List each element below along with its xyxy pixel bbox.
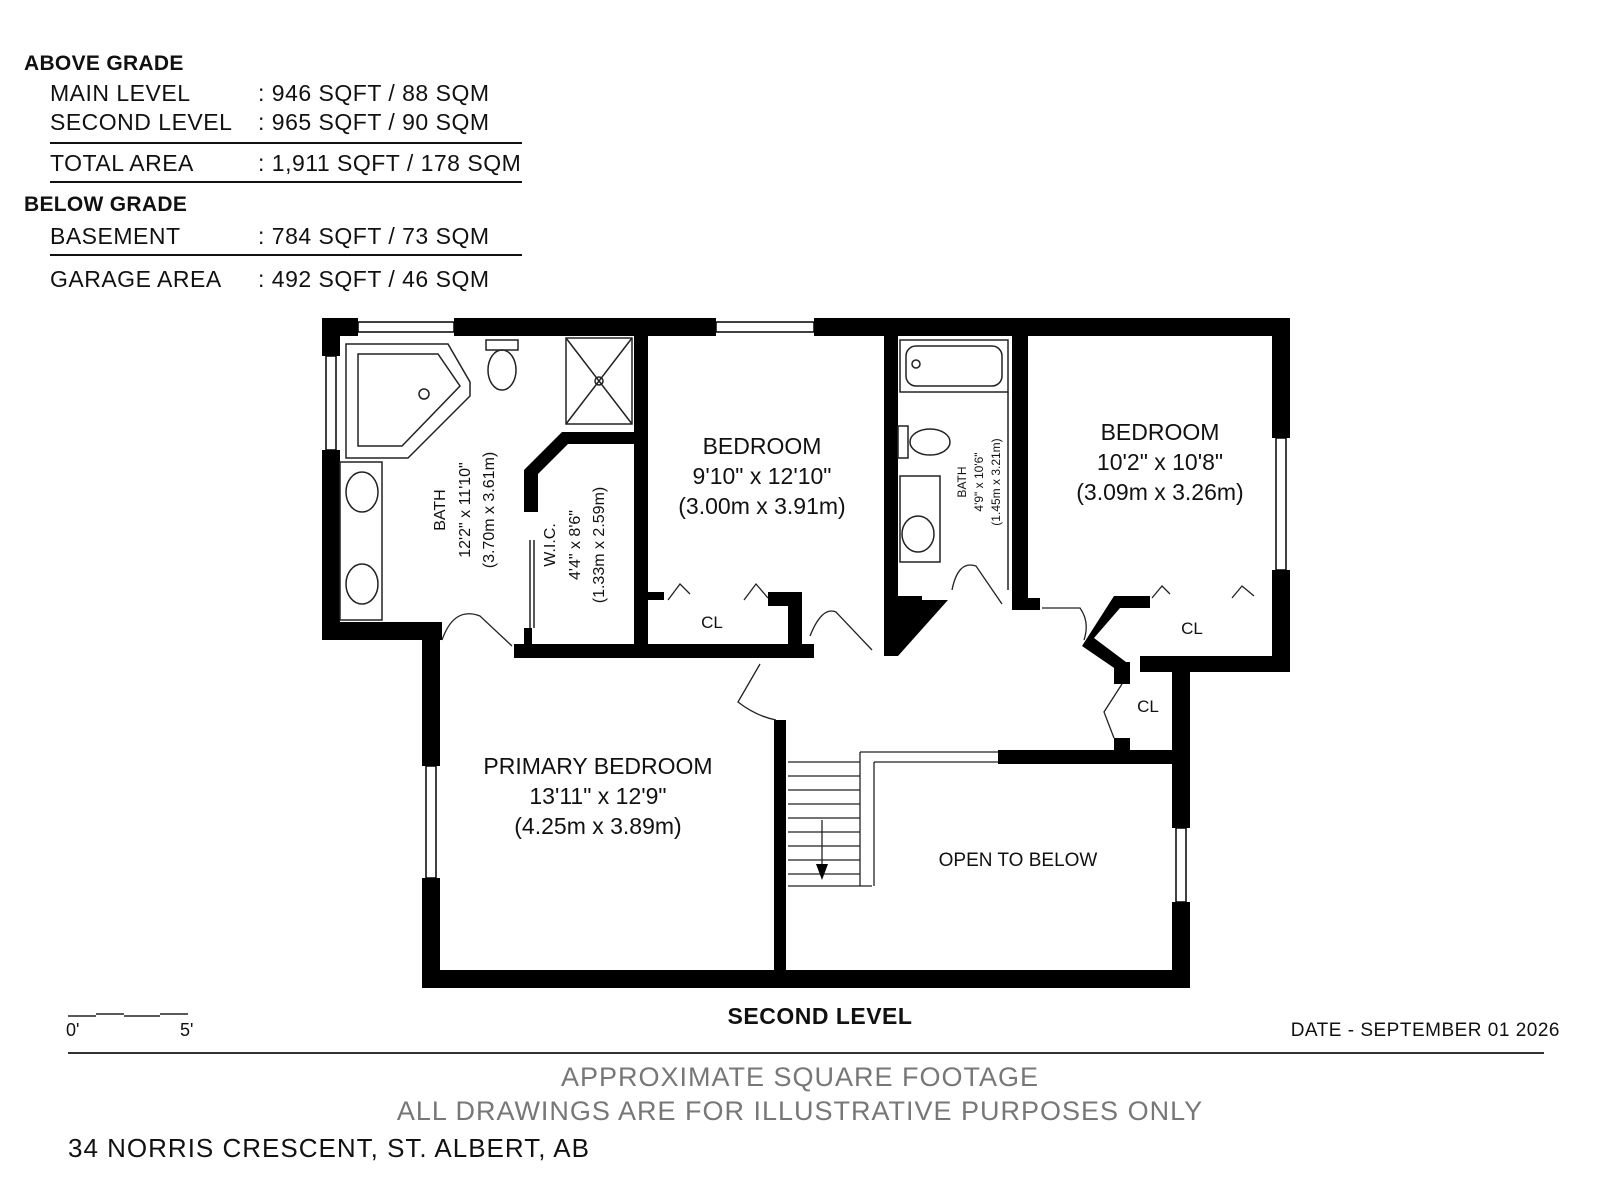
total-area-label: TOTAL AREA (50, 150, 194, 176)
second-level-label: SECOND LEVEL (50, 109, 233, 135)
basement-label: BASEMENT (50, 223, 181, 249)
bath2-dims: 4'9" x 10'6" (972, 452, 986, 511)
footer-divider (68, 1052, 1544, 1054)
scale-start-label: 0' (66, 1020, 80, 1040)
main-level-row: MAIN LEVEL : 946 SQFT / 88 SQM (24, 80, 524, 109)
property-address: 34 NORRIS CRESCENT, ST. ALBERT, AB (68, 1133, 590, 1163)
basement-row: BASEMENT : 784 SQFT / 73 SQM (24, 223, 524, 252)
scale-bar (68, 1013, 188, 1017)
main-level-label: MAIN LEVEL (50, 80, 191, 106)
bath2-metric: (1.45m x 3.21m) (989, 438, 1003, 525)
open-to-below-label: OPEN TO BELOW (939, 850, 1098, 871)
bath-primary-name: BATH (432, 489, 449, 530)
garage-row: GARAGE AREA : 492 SQFT / 46 SQM (24, 266, 524, 295)
main-level-value: : 946 SQFT / 88 SQM (258, 80, 490, 106)
second-level-row: SECOND LEVEL : 965 SQFT / 90 SQM (24, 109, 524, 138)
door-swings (441, 564, 1255, 739)
plan-date: DATE - SEPTEMBER 01 2026 (1290, 1020, 1560, 1041)
closet-label: CL (701, 613, 723, 632)
note-approximate: APPROXIMATE SQUARE FOOTAGE (560, 1062, 1040, 1092)
closet-label: CL (1137, 697, 1159, 716)
divider (50, 254, 522, 256)
below-grade-heading: BELOW GRADE (24, 193, 188, 216)
bath2-name: BATH (955, 466, 969, 497)
divider (50, 142, 522, 144)
area-summary-table: ABOVE GRADE MAIN LEVEL : 946 SQFT / 88 S… (24, 52, 524, 295)
bath-primary-metric: (3.70m x 3.61m) (481, 452, 498, 568)
wic-dims: 4'4" x 8'6" (567, 510, 584, 580)
basement-value: : 784 SQFT / 73 SQM (258, 223, 490, 249)
level-title: SECOND LEVEL (727, 1003, 913, 1029)
bedroom1-metric: (3.00m x 3.91m) (678, 493, 845, 519)
bedroom2-name: BEDROOM (1101, 419, 1220, 445)
windows (325, 321, 1287, 903)
scale-end-label: 5' (180, 1020, 194, 1040)
total-area-value: : 1,911 SQFT / 178 SQM (258, 150, 522, 176)
garage-label: GARAGE AREA (50, 266, 222, 292)
stairs (788, 751, 998, 887)
bedroom1-name: BEDROOM (703, 433, 822, 459)
second-level-value: : 965 SQFT / 90 SQM (258, 109, 490, 135)
wic-metric: (1.33m x 2.59m) (591, 487, 608, 603)
note-illustrative: ALL DRAWINGS ARE FOR ILLUSTRATIVE PURPOS… (396, 1096, 1204, 1126)
fixtures (339, 337, 1009, 628)
primary-bedroom-metric: (4.25m x 3.89m) (514, 813, 681, 839)
primary-bedroom-name: PRIMARY BEDROOM (483, 753, 712, 779)
bedroom2-dims: 10'2" x 10'8" (1097, 449, 1223, 475)
divider (50, 181, 522, 183)
primary-bedroom-dims: 13'11" x 12'9" (529, 783, 666, 809)
stair-arrow-icon (816, 864, 828, 880)
above-grade-heading: ABOVE GRADE (24, 52, 184, 75)
garage-value: : 492 SQFT / 46 SQM (258, 266, 490, 292)
closet-label: CL (1181, 619, 1203, 638)
bedroom1-dims: 9'10" x 12'10" (693, 463, 832, 489)
walls (322, 318, 1290, 988)
wic-name: W.I.C. (542, 523, 559, 567)
bath-primary-dims: 12'2" x 11'10" (457, 462, 474, 557)
bedroom2-metric: (3.09m x 3.26m) (1076, 479, 1243, 505)
total-area-row: TOTAL AREA : 1,911 SQFT / 178 SQM (24, 150, 524, 179)
